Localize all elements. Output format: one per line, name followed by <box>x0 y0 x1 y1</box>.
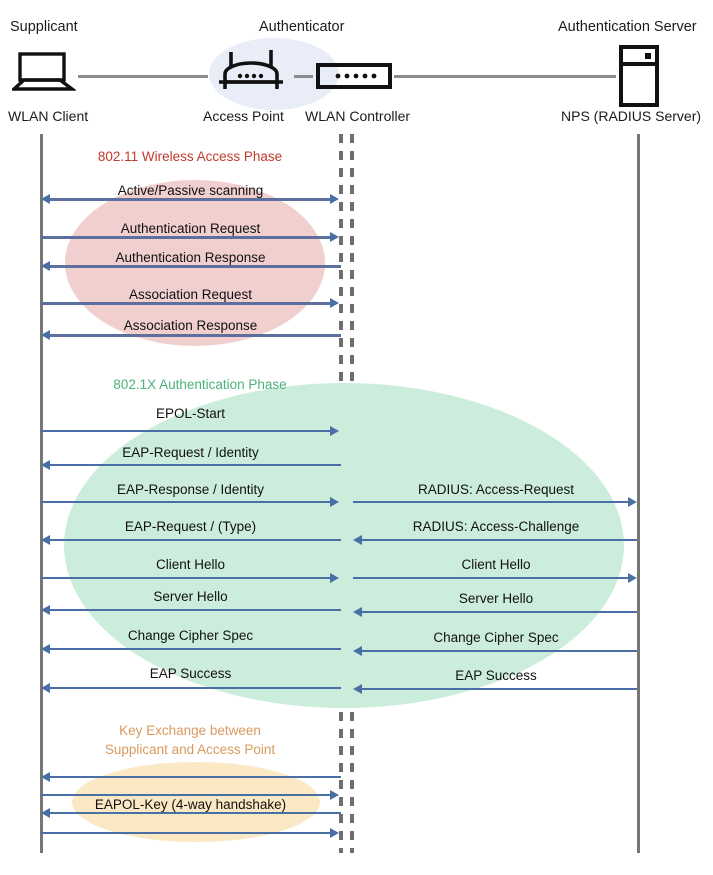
message-label: RADIUS: Access-Request <box>417 482 575 497</box>
arrowhead-right-icon <box>330 790 339 800</box>
actor-device-wlan-client: WLAN Client <box>8 108 89 124</box>
message-arrow <box>48 687 341 689</box>
network-controller-icon <box>316 62 392 95</box>
phase-label-wireless-access: 802.11 Wireless Access Phase <box>97 149 283 164</box>
message-label: EAPOL-Key (4-way handshake) <box>94 797 287 812</box>
server-tower-icon <box>618 45 660 112</box>
message-arrow <box>48 265 341 268</box>
message-label: Client Hello <box>461 557 531 572</box>
message-arrow <box>41 236 334 239</box>
message-arrow <box>48 464 341 466</box>
message-arrow <box>41 501 334 503</box>
phase-blob-key-exchange <box>72 762 320 842</box>
message-label: EAP Success <box>149 666 232 681</box>
phase-blob-wireless-access <box>65 180 325 346</box>
arrowhead-left-icon <box>41 261 50 271</box>
arrowhead-right-icon <box>330 232 339 242</box>
actor-device-nps-radius-server: NPS (RADIUS Server) <box>561 108 702 124</box>
message-label: EAP-Request / Identity <box>122 445 259 460</box>
arrowhead-right-icon <box>330 828 339 838</box>
link-client-to-ap <box>78 75 208 78</box>
arrowhead-left-icon <box>41 644 50 654</box>
actor-role-supplicant: Supplicant <box>10 19 78 35</box>
laptop-icon <box>9 52 78 97</box>
lifeline-nps-radius-server <box>637 134 640 853</box>
message-arrow <box>41 302 334 305</box>
actor-role-authentication-server: Authentication Server <box>558 19 697 35</box>
arrowhead-right-icon <box>330 426 339 436</box>
link-ap-to-controller <box>294 75 313 78</box>
message-label: EPOL-Start <box>155 406 226 421</box>
arrowhead-left-icon <box>41 772 50 782</box>
message-arrow <box>48 334 341 337</box>
message-arrow <box>360 539 637 541</box>
message-arrow <box>41 577 334 579</box>
message-arrow <box>48 539 341 541</box>
arrowhead-left-icon <box>353 607 362 617</box>
arrowhead-left-icon <box>353 646 362 656</box>
message-label: Active/Passive scanning <box>117 183 264 198</box>
phase-label-dot1x-auth: 802.1X Authentication Phase <box>113 377 287 392</box>
actor-device-wlan-controller: WLAN Controller <box>305 108 411 124</box>
message-arrow <box>353 577 631 579</box>
message-label: Authentication Request <box>120 221 261 236</box>
message-arrow <box>48 609 341 611</box>
arrowhead-left-icon <box>41 535 50 545</box>
phase-blob-dot1x-auth <box>64 383 624 708</box>
phase-label-key-exchange-line2: Supplicant and Access Point <box>104 742 276 757</box>
arrowhead-right-icon <box>628 573 637 583</box>
arrowhead-left-icon <box>353 535 362 545</box>
arrowhead-right-icon <box>628 497 637 507</box>
message-label: Server Hello <box>458 591 534 606</box>
arrowhead-right-icon <box>330 298 339 308</box>
arrowhead-right-icon <box>330 573 339 583</box>
message-arrow <box>353 501 631 503</box>
arrowhead-left-icon <box>41 605 50 615</box>
message-arrow <box>360 650 637 652</box>
phase-label-key-exchange-line1: Key Exchange between <box>119 723 261 738</box>
actor-device-access-point: Access Point <box>203 108 284 124</box>
message-arrow <box>41 832 334 834</box>
message-label: EAP Success <box>455 668 537 683</box>
arrowhead-left-icon <box>41 460 50 470</box>
message-label: Server Hello <box>153 589 228 604</box>
message-label: EAP-Request / (Type) <box>124 519 257 534</box>
arrowhead-left-icon <box>41 194 50 204</box>
actor-role-authenticator: Authenticator <box>259 19 345 35</box>
message-arrow <box>41 794 334 796</box>
message-label: Authentication Response <box>115 250 266 265</box>
message-arrow <box>48 198 334 201</box>
message-label: Client Hello <box>155 557 226 572</box>
message-label: Change Cipher Spec <box>127 628 254 643</box>
wireless-router-icon <box>215 48 287 99</box>
message-arrow <box>360 688 637 690</box>
message-arrow <box>48 776 341 778</box>
message-label: EAP-Response / Identity <box>116 482 265 497</box>
message-label: Change Cipher Spec <box>433 630 559 645</box>
message-label: RADIUS: Access-Challenge <box>412 519 580 534</box>
lifeline-wlan-client <box>40 134 43 853</box>
message-label: Association Request <box>128 287 253 302</box>
message-arrow <box>48 812 341 814</box>
message-arrow <box>360 611 637 613</box>
arrowhead-left-icon <box>41 330 50 340</box>
arrowhead-right-icon <box>330 194 339 204</box>
arrowhead-left-icon <box>353 684 362 694</box>
message-arrow <box>48 648 341 650</box>
arrowhead-right-icon <box>330 497 339 507</box>
link-controller-to-server <box>394 75 616 78</box>
arrowhead-left-icon <box>41 683 50 693</box>
message-label: Association Response <box>123 318 258 333</box>
arrowhead-left-icon <box>41 808 50 818</box>
message-arrow <box>41 430 334 432</box>
